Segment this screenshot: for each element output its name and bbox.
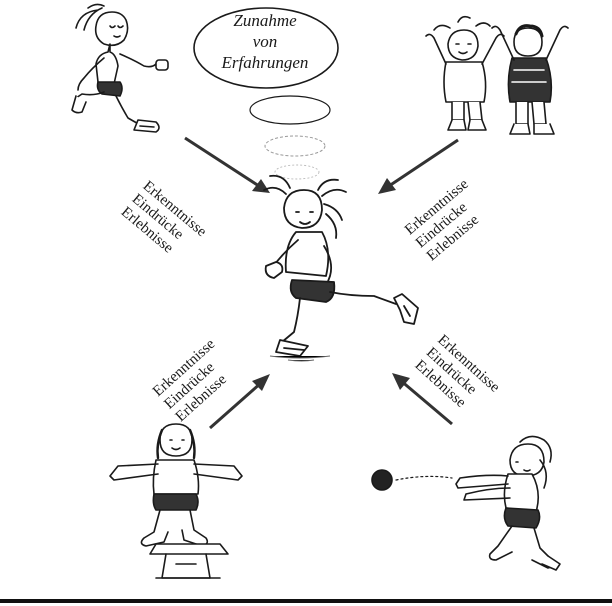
ground-marks <box>269 355 331 362</box>
title-text: Zunahme von Erfahrungen <box>190 10 340 73</box>
central-running-child-icon <box>263 174 419 357</box>
title-line-3: Erfahrungen <box>221 53 309 72</box>
thought-bubble <box>193 7 339 180</box>
title-line-2: von <box>252 32 278 51</box>
title-line-1: Zunahme <box>233 11 297 30</box>
bottom-divider <box>0 599 612 603</box>
bubble-step-1 <box>249 95 331 125</box>
bubble-step-2 <box>264 135 326 157</box>
title-bubble <box>193 7 339 89</box>
ball-throwing-child-icon <box>371 435 561 571</box>
arrow-bottom-right <box>392 373 453 426</box>
arrows <box>184 136 459 430</box>
running-girl-icon <box>71 3 169 133</box>
bubble-step-3 <box>274 164 320 180</box>
two-waving-children-icon <box>425 15 569 135</box>
ball-icon <box>371 469 393 491</box>
arrow-top-right <box>378 138 459 194</box>
arrow-bottom-left <box>209 374 270 430</box>
arrow-top-left <box>184 136 270 193</box>
balancing-child-icon <box>109 423 243 579</box>
